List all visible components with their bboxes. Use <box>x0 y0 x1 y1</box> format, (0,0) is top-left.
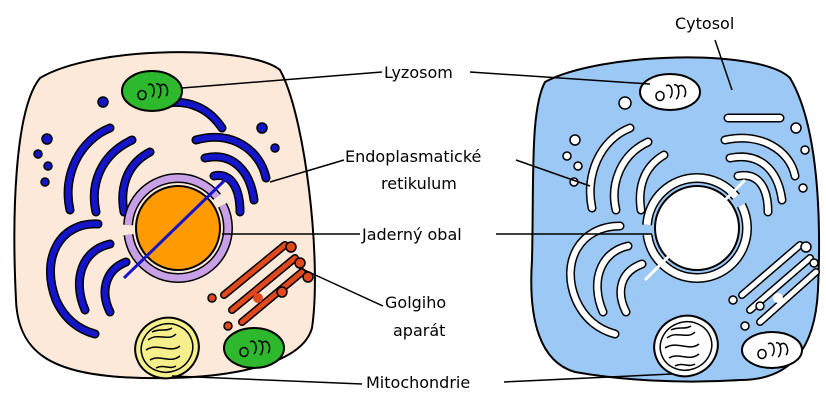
label-er-line2: retikulum <box>381 174 457 193</box>
right-lysosome-bottom <box>742 332 802 368</box>
right-cell <box>531 57 819 385</box>
label-golgi-line2: aparát <box>393 321 445 340</box>
label-cytosol: Cytosol <box>675 14 734 33</box>
left-lysosome-bottom <box>224 328 284 368</box>
label-mitochondria: Mitochondrie <box>366 373 470 392</box>
label-lysosome: Lyzosom <box>384 63 453 82</box>
label-golgi-line1: Golgiho <box>385 293 446 312</box>
label-er-line1: Endoplasmatické <box>345 147 481 166</box>
left-cell <box>14 52 315 387</box>
label-nuclear-envelope: Jaderný obal <box>361 225 462 244</box>
left-lysosome-top <box>122 71 182 111</box>
leader-mitochondria-left <box>172 376 362 384</box>
right-lysosome-top <box>640 74 700 110</box>
